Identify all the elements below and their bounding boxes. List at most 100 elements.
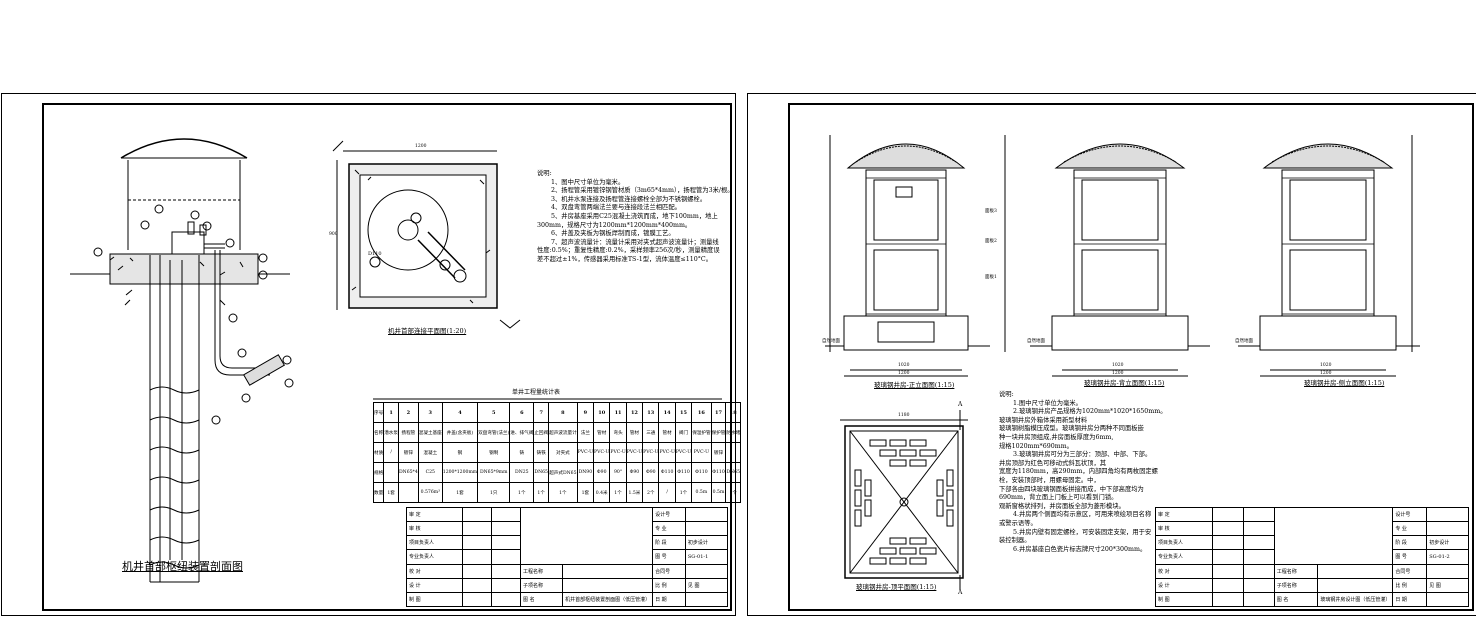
stat-row-label: 名称 [372, 422, 385, 443]
stat-table-row: 名称潜水泵扬程管混凝土基座井盖(含夹板)双盘弯管(法兰)进、排气阀止回阀超声波流… [372, 422, 742, 443]
stat-cell: 超声式DN65 [548, 462, 578, 483]
note-line: 宽度为1180mm，高290mm，内部四角均有两枚固定螺 [999, 468, 1158, 476]
tb-value [684, 563, 729, 579]
stat-cell: 1个 [533, 482, 550, 503]
tb-cell [1211, 563, 1244, 579]
tb-label: 制 图 [1155, 591, 1213, 608]
panel-label: 面板1 [985, 275, 997, 280]
tb-cell [462, 535, 493, 551]
tb-cell [1211, 506, 1244, 523]
section-mark: A [958, 401, 963, 408]
stat-cell: 混凝土 [417, 442, 443, 463]
drawing-sheet-1 [1, 93, 736, 616]
stat-cell: 进、排气阀 [509, 422, 535, 443]
stat-cell: 17 [710, 402, 727, 423]
stat-cell: 保护管 [710, 422, 727, 443]
tb-cell [1211, 549, 1244, 565]
stat-cell: PVC-U [593, 442, 611, 463]
tb-label: 审 定 [405, 506, 464, 523]
stat-cell: Φ110 [691, 462, 712, 483]
stat-cell: 管材 [658, 422, 676, 443]
stat-cell: 钢制 [477, 442, 511, 463]
stat-cell: 14 [658, 402, 676, 423]
note-line: 玻璃钢井房外箱体采用新型材料 [999, 416, 1088, 424]
tb-label: 日 期 [1392, 591, 1428, 608]
stat-table-title: 单井工程量统计表 [512, 389, 561, 396]
stat-cell: 0.4米 [593, 482, 611, 503]
ground-label: 自然地面 [1027, 339, 1045, 344]
tb-label: 校 对 [1155, 563, 1213, 579]
tb-sub-value [562, 577, 654, 593]
tb-value: 见 图 [684, 577, 729, 593]
stat-cell: / [383, 442, 399, 463]
panel-label: 面板3 [985, 209, 997, 214]
tb-label: 阶 段 [1392, 535, 1428, 551]
tb-value [684, 506, 729, 523]
stat-cell: 2个 [642, 482, 660, 503]
tb-cell [1211, 521, 1244, 537]
tb-cell [462, 521, 493, 537]
notes-title: 说明: [999, 391, 1014, 398]
ground-label: 自然地面 [822, 339, 840, 344]
tb-label: 制 图 [405, 591, 464, 608]
tb-value [1426, 591, 1469, 608]
roof-plan [840, 410, 968, 590]
tb-cell [1242, 577, 1275, 593]
dim-label: 1200 [1112, 371, 1124, 376]
stat-cell: 9 [576, 402, 595, 423]
note-line: 或警示语等。 [999, 519, 1037, 527]
stat-cell: 0.5m [691, 482, 712, 503]
stat-cell: / [658, 482, 676, 503]
stat-row-label: 材质 [372, 442, 385, 463]
tb-cell [1242, 591, 1275, 608]
tb-value: SG-01-2 [1426, 549, 1469, 565]
stat-cell: 管材 [625, 422, 644, 443]
tb-cell [462, 549, 493, 565]
note-line: 下部各由四块玻璃钢面板拼接而成，中下部高度均为 [999, 485, 1144, 493]
tb-label: 设计号 [1392, 506, 1428, 523]
tb-cell [1242, 521, 1275, 537]
tb-value [1426, 506, 1469, 523]
stat-cell: 双盘弯管(法兰) [477, 422, 511, 443]
stat-cell: Φ90 [593, 462, 611, 483]
note-line: 6、井盖及夹板为钢板焊制而成，镀膜工艺。 [551, 230, 675, 238]
stat-cell: 三通 [642, 422, 660, 443]
stat-cell: 对夹式 [548, 442, 578, 463]
stat-cell: 1套 [383, 482, 399, 503]
tb-label: 设 计 [405, 577, 464, 593]
stat-cell: 3 [417, 402, 443, 423]
stat-cell: 潜水泵 [383, 422, 399, 443]
stat-row-label: 规格 [372, 462, 385, 483]
stat-cell: 1个 [725, 482, 742, 503]
tb-value: 初步设计 [684, 535, 729, 551]
dim-label: 1020 [1112, 363, 1124, 368]
stat-cell: 镀锌 [710, 442, 727, 463]
tb-label: 专 业 [652, 521, 686, 537]
tb-cell [1211, 535, 1244, 551]
tb-cell [1242, 506, 1275, 523]
stat-cell: 1个 [548, 482, 578, 503]
back-elevation [1030, 143, 1210, 377]
stat-cell: 保温护管 [691, 422, 712, 443]
tb-label: 设 计 [1155, 577, 1213, 593]
tb-label: 比 例 [1392, 577, 1428, 593]
tb-label: 项目负责人 [1155, 535, 1213, 551]
note-line: 5.井房内壁有固定螺栓，可安装固定支架，用于安 [1013, 528, 1152, 536]
tb-project-label: 工程名称 [520, 563, 564, 579]
plan-drawing [332, 140, 521, 329]
tb-label: 审 定 [1155, 506, 1213, 523]
tb-sub-label: 子项名称 [1273, 577, 1319, 593]
tb-value: SG-01-1 [684, 549, 729, 565]
note-line: 3、机井水泵连接及扬程管连接螺栓全部为不锈钢螺栓。 [551, 195, 707, 203]
tb-cell [462, 577, 493, 593]
tb-main-cell [520, 507, 654, 565]
stat-cell: Φ110 [674, 462, 693, 483]
tb-value [684, 591, 729, 608]
tb-cell [491, 563, 522, 579]
tb-cell [1242, 563, 1275, 579]
side-elevation-title: 玻璃钢井房-侧立面图(1:15) [1304, 379, 1385, 387]
note-line: 1、图中尺寸单位为毫米。 [551, 178, 625, 186]
well-section-drawing [70, 138, 294, 583]
